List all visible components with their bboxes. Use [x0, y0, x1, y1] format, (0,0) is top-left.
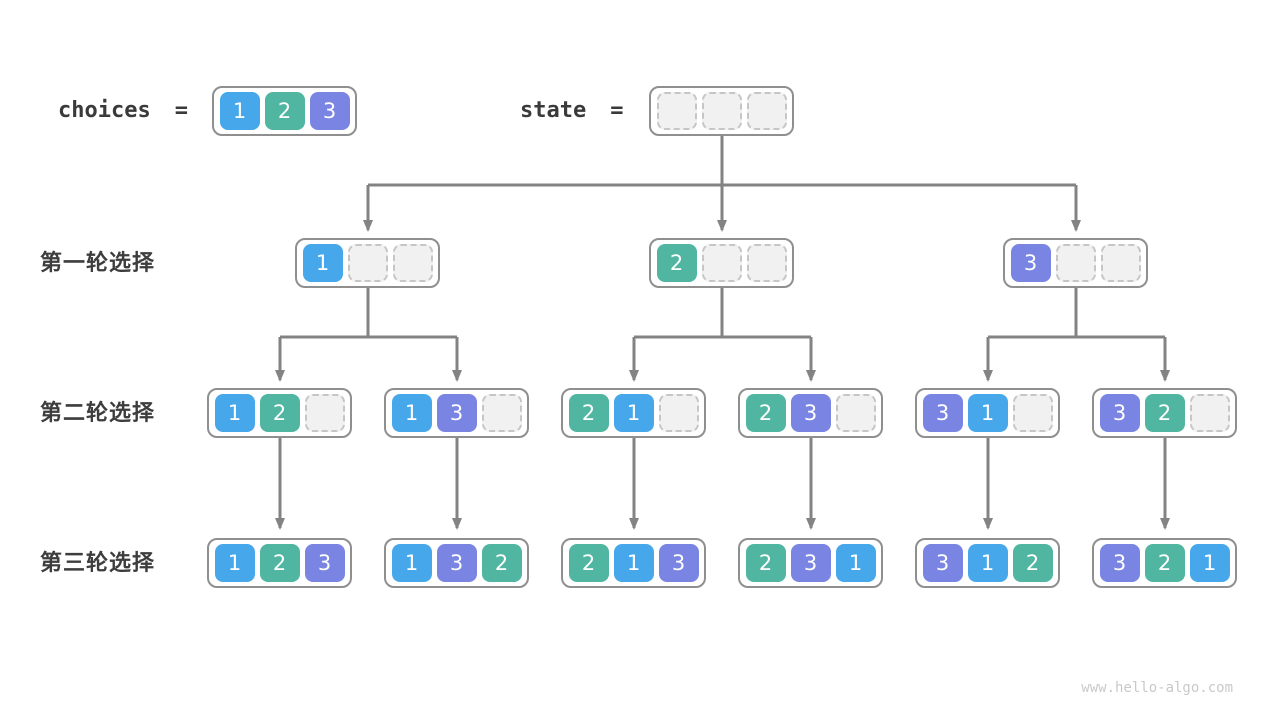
value-cell: 1	[613, 544, 654, 582]
empty-cell	[701, 244, 742, 282]
value-cell: 1	[391, 394, 432, 432]
value-cell: 2	[745, 394, 786, 432]
empty-cell	[347, 244, 388, 282]
choices-label-group: choices =	[58, 98, 188, 124]
value-cell: 3	[436, 544, 477, 582]
value-cell: 1	[835, 544, 876, 582]
choices-equals-sign: =	[174, 98, 188, 123]
value-cell: 2	[1144, 544, 1185, 582]
array-box-r1-1: 1	[295, 238, 440, 288]
value-cell: 1	[613, 394, 654, 432]
value-cell: 3	[790, 544, 831, 582]
value-cell: 3	[922, 544, 963, 582]
value-cell: 2	[264, 92, 305, 130]
value-cell: 1	[967, 394, 1008, 432]
value-cell: 2	[745, 544, 786, 582]
value-cell: 1	[391, 544, 432, 582]
value-cell: 2	[656, 244, 697, 282]
state-label: state	[520, 98, 587, 123]
empty-cell	[746, 92, 787, 130]
value-cell: 1	[1189, 544, 1230, 582]
empty-cell	[1100, 244, 1141, 282]
value-cell: 2	[481, 544, 522, 582]
array-box-state	[649, 86, 794, 136]
empty-cell	[392, 244, 433, 282]
empty-cell	[481, 394, 522, 432]
empty-cell	[1055, 244, 1096, 282]
value-cell: 2	[259, 544, 300, 582]
state-label-group: state =	[520, 98, 623, 124]
empty-cell	[746, 244, 787, 282]
value-cell: 2	[1012, 544, 1053, 582]
value-cell: 1	[219, 92, 260, 130]
value-cell: 3	[922, 394, 963, 432]
value-cell: 3	[1099, 394, 1140, 432]
value-cell: 3	[1010, 244, 1051, 282]
value-cell: 3	[304, 544, 345, 582]
watermark: www.hello-algo.com	[1081, 680, 1233, 696]
choices-label: choices	[58, 98, 151, 123]
value-cell: 3	[1099, 544, 1140, 582]
value-cell: 2	[1144, 394, 1185, 432]
value-cell: 1	[214, 544, 255, 582]
state-equals-sign: =	[610, 98, 624, 123]
value-cell: 3	[658, 544, 699, 582]
empty-cell	[658, 394, 699, 432]
value-cell: 2	[259, 394, 300, 432]
empty-cell	[835, 394, 876, 432]
empty-cell	[701, 92, 742, 130]
array-box-r1-2: 2	[649, 238, 794, 288]
row-label-round-2: 第二轮选择	[40, 400, 156, 425]
value-cell: 3	[309, 92, 350, 130]
empty-cell	[656, 92, 697, 130]
value-cell: 1	[214, 394, 255, 432]
value-cell: 2	[568, 394, 609, 432]
value-cell: 1	[967, 544, 1008, 582]
empty-cell	[304, 394, 345, 432]
array-box-r1-3: 3	[1003, 238, 1148, 288]
value-cell: 2	[568, 544, 609, 582]
value-cell: 3	[436, 394, 477, 432]
value-cell: 1	[302, 244, 343, 282]
row-label-round-3: 第三轮选择	[40, 550, 156, 575]
empty-cell	[1012, 394, 1053, 432]
row-label-round-1: 第一轮选择	[40, 250, 156, 275]
empty-cell	[1189, 394, 1230, 432]
value-cell: 3	[790, 394, 831, 432]
